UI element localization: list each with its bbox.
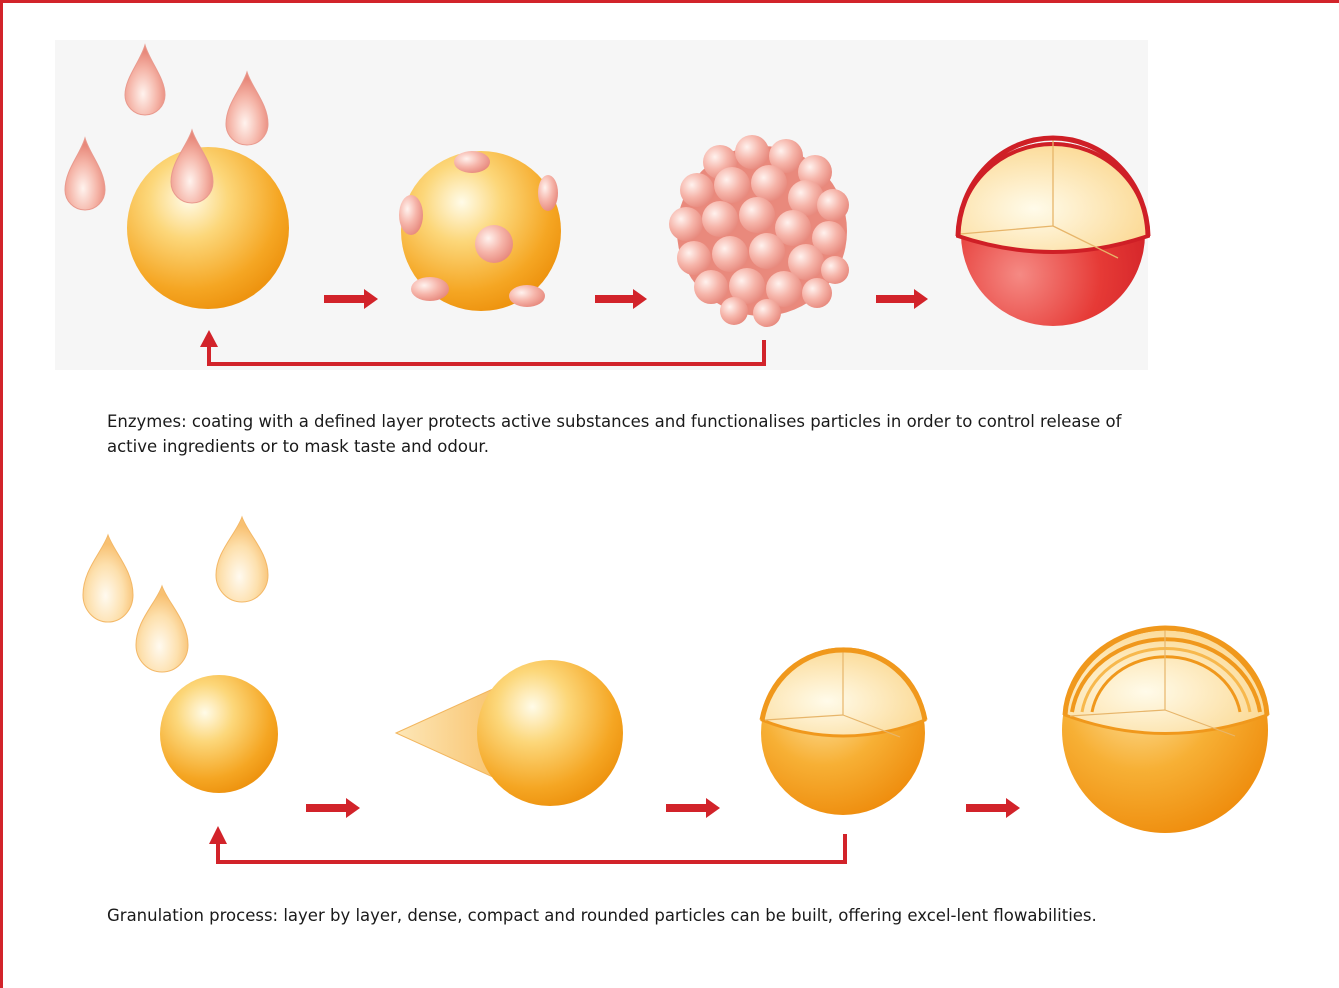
process-arrow	[966, 798, 1020, 818]
pink-droplet	[125, 45, 165, 115]
process-arrow	[666, 798, 720, 818]
process-arrow	[306, 798, 360, 818]
coated-cluster	[669, 135, 849, 327]
pink-droplet	[171, 130, 213, 203]
core-with-spray	[477, 660, 623, 806]
return-arrowhead	[209, 826, 227, 844]
multi-layer-sphere-cutaway	[1062, 627, 1268, 833]
return-loop-arrow	[218, 834, 845, 862]
coated-sphere-cutaway	[958, 138, 1148, 326]
granulation-core-particle	[160, 675, 278, 793]
process-arrow	[876, 289, 928, 309]
enzymes-caption: Enzymes: coating with a defined layer pr…	[107, 409, 1127, 459]
orange-droplet	[83, 535, 133, 622]
enzymes-diagram	[65, 45, 1148, 364]
orange-droplet	[136, 586, 188, 672]
pink-droplet	[65, 138, 105, 210]
process-arrow	[595, 289, 647, 309]
coating-patch	[475, 225, 513, 263]
return-arrowhead	[200, 330, 218, 347]
pink-droplet	[226, 72, 268, 145]
coating-patch	[411, 277, 449, 301]
return-loop-arrow	[209, 340, 764, 364]
granulation-caption: Granulation process: layer by layer, den…	[107, 903, 1127, 928]
orange-droplet	[216, 517, 268, 602]
process-arrow	[324, 289, 378, 309]
layered-sphere-cutaway	[761, 649, 925, 815]
coating-patch	[509, 285, 545, 307]
coating-patch	[454, 151, 490, 173]
coating-patch	[399, 195, 423, 235]
coating-patch	[538, 175, 558, 211]
granulation-diagram	[83, 517, 1268, 862]
